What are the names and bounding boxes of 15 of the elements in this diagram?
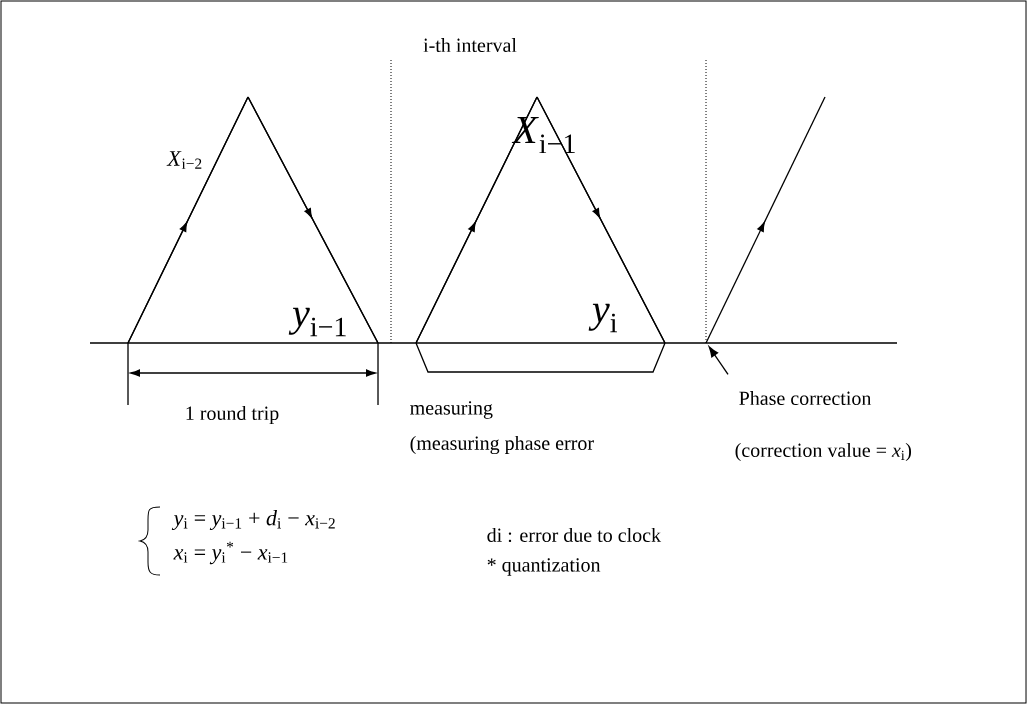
text-label: (correction value = x$_{i}$) [735,442,912,462]
text-label: (measuring phase error [410,435,594,455]
equation: x$_{i}$ = y$_{i}$$^{*}$ − x$_{i−1}$ [173,541,288,565]
correction-line [705,96,826,344]
math-label: y$_{i}$ [588,303,617,333]
interval-label: i-th interval [423,37,517,53]
text-label: Phase correction [739,390,872,406]
math-label: y$_{i−1}$ [288,307,346,337]
text-label: measuring [410,401,493,419]
leader-arrow [708,346,729,375]
math-label: X$_{i−2}$ [166,151,202,169]
note-text: di : error due to clock [487,527,662,543]
dimension-label: 1 round trip [186,405,279,425]
equation: y$_{i}$ = y$_{i−1}$ + d$_{i}$ − x$_{i−2}$ [171,510,335,530]
note-text: * quantization [487,558,601,576]
